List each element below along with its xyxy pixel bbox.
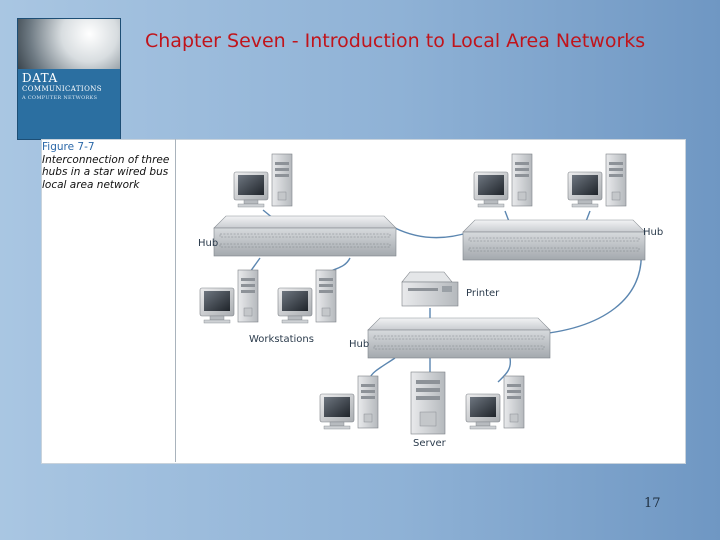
hub-center [367,317,551,359]
cover-title-line1: DATA [22,71,58,85]
workstation-top-right [567,153,627,208]
workstation-bottom-1 [319,375,379,430]
figure-description: Interconnection of three hubs in a star … [42,153,170,191]
cover-photo [18,19,120,69]
label-hub-center: Hub [349,339,369,350]
slide-title: Chapter Seven - Introduction to Local Ar… [145,30,646,52]
page-number: 17 [644,496,661,511]
cover-title-line3: A COMPUTER NETWORKS [22,95,98,101]
server-icon [410,371,446,435]
caption-divider [175,139,176,462]
workstation-bottom-left-2 [277,269,337,324]
cable-hub-left-to-hub-right [394,227,471,239]
label-server: Server [413,438,447,449]
workstation-bottom-left-1 [199,269,259,324]
hub-right [462,219,646,261]
workstation-top-middle [473,153,533,208]
workstation-top-left [233,153,293,208]
label-hub-left: Hub [198,238,218,249]
label-printer: Printer [466,288,500,299]
printer-icon [401,271,459,307]
label-workstations: Workstations [249,334,314,345]
cable-ws6 [369,357,396,379]
figure-caption: Figure 7-7 Interconnection of three hubs… [42,141,172,191]
label-hub-right: Hub [643,227,663,238]
cable-ws4 [249,257,261,273]
cover-title-line2: COMMUNICATIONS [22,85,102,93]
workstation-bottom-2 [465,375,525,430]
book-cover-image: DATA COMMUNICATIONS A COMPUTER NETWORKS [17,18,121,140]
cable-ws7 [497,357,512,383]
figure-number: Figure 7-7 [42,141,95,153]
hub-left [213,215,397,257]
